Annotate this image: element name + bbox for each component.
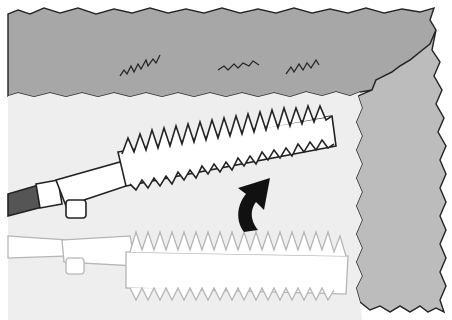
hedge-top-surface — [8, 8, 436, 97]
trimmer-knob — [66, 200, 86, 218]
